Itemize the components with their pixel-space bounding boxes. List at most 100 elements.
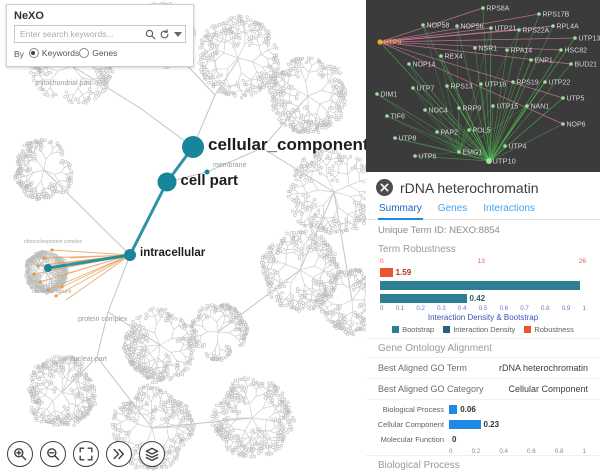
interaction-network-canvas[interactable]: UTP9RPS8ARPS17BUTP13RPL4ARPS22AUTP21NOP5… [366,0,600,172]
gene-node[interactable] [529,58,533,62]
layers-button[interactable] [139,441,165,467]
gene-node[interactable] [421,23,425,27]
ontology-tree-canvas[interactable] [0,0,366,473]
gene-label[interactable]: UTP22 [549,80,571,87]
search-input[interactable] [18,28,142,40]
gene-label[interactable]: RPS22A [523,28,550,35]
cluster-gene-node[interactable] [50,248,54,252]
gene-label[interactable]: UTP15 [497,104,519,111]
search-icon[interactable] [145,29,156,40]
gene-label[interactable]: RPL4A [557,24,580,31]
radio-icon[interactable] [79,48,90,58]
gene-label[interactable]: RPS8A [487,6,510,13]
gene-node[interactable] [413,154,417,158]
gene-node[interactable] [411,86,415,90]
gene-node[interactable] [503,144,507,148]
cluster-gene-node[interactable] [46,288,50,292]
gene-label[interactable]: RPS13 [451,84,473,91]
main-term-label[interactable]: cell part [180,171,239,189]
term-node-membrane[interactable] [204,169,210,175]
term-node[interactable] [157,172,177,192]
gene-node[interactable] [445,84,449,88]
gene-label[interactable]: RRP9 [463,106,482,113]
cluster-gene-node[interactable] [38,280,42,284]
gene-label[interactable]: UTP10 [493,157,516,166]
gene-label[interactable]: UTP18 [485,82,507,89]
main-term-label[interactable]: intracellular [140,246,206,259]
term-label[interactable]: nuclear part [70,356,107,363]
gene-node[interactable] [481,6,485,10]
gene-label[interactable]: RPS19 [517,80,539,87]
gene-node[interactable] [435,130,439,134]
zoom-out-button[interactable] [40,441,66,467]
collapse-tree-button[interactable] [106,441,132,467]
cluster-gene-node[interactable] [42,256,46,260]
gene-node[interactable] [489,26,493,30]
gene-label[interactable]: UTP6 [419,154,437,161]
gene-label[interactable]: UTP21 [495,26,517,33]
gene-node[interactable] [439,54,443,58]
term-node[interactable] [124,249,136,261]
cluster-gene-node[interactable] [60,285,64,289]
gene-label[interactable]: NOP6 [567,122,586,129]
term-label[interactable]: ribosomal subunit [32,289,72,295]
gene-label[interactable]: TIF6 [391,114,405,121]
gene-node[interactable] [569,62,573,66]
gene-node[interactable] [491,104,495,108]
gene-node[interactable] [537,12,541,16]
reset-icon[interactable] [159,28,170,40]
gene-node[interactable] [375,92,379,96]
gene-label[interactable]: DIM1 [381,92,398,99]
close-icon[interactable] [376,179,393,196]
gene-node[interactable] [479,82,483,86]
gene-label[interactable]: HSC82 [565,48,588,55]
gene-node[interactable] [457,106,461,110]
term-label[interactable]: mitochondrial part [36,80,92,87]
term-node[interactable] [182,136,204,158]
gene-node[interactable] [511,80,515,84]
gene-label[interactable]: UTP8 [399,136,417,143]
gene-node[interactable] [455,24,459,28]
gene-label[interactable]: NSR1 [479,46,498,53]
gene-node[interactable] [573,36,577,40]
chevron-down-icon[interactable] [174,31,182,37]
gene-node[interactable] [505,48,509,52]
search-mode-keywords[interactable]: Keywords [28,48,79,58]
gene-node[interactable] [457,150,461,154]
gene-node[interactable] [559,48,563,52]
gene-label[interactable]: NOP56 [461,24,484,31]
gene-node[interactable] [525,104,529,108]
gene-label[interactable]: UTP7 [417,86,435,93]
gene-label[interactable]: NOP14 [413,62,436,69]
tab-genes[interactable]: Genes [437,203,468,214]
term-node-cluster[interactable] [44,264,52,272]
term-label[interactable]: protein complex [78,316,128,323]
gene-node[interactable] [486,158,492,164]
search-box[interactable] [14,25,186,43]
main-term-label[interactable]: cellular_component [208,135,366,155]
gene-label[interactable]: BUD21 [575,62,598,69]
gene-label[interactable]: UTP13 [579,36,600,43]
gene-node[interactable] [423,108,427,112]
gene-label[interactable]: ENP1 [535,58,553,65]
gene-node[interactable] [561,122,565,126]
gene-label[interactable]: NOC4 [429,108,449,115]
gene-label[interactable]: PAP2 [441,130,458,137]
gene-label[interactable]: RPS17B [543,12,570,19]
tab-summary[interactable]: Summary [378,200,423,220]
search-mode-genes[interactable]: Genes [79,48,117,58]
tab-interactions[interactable]: Interactions [483,203,535,214]
gene-node[interactable] [385,114,389,118]
gene-node[interactable] [561,96,565,100]
radio-icon[interactable] [28,48,39,58]
gene-label[interactable]: UTP5 [567,96,585,103]
gene-label[interactable]: NAN1 [531,104,550,111]
gene-node[interactable] [393,136,397,140]
gene-node[interactable] [407,62,411,66]
gene-node[interactable] [543,80,547,84]
term-label[interactable]: ribonucleoprotein complex [24,239,83,245]
zoom-in-button[interactable] [7,441,33,467]
gene-label[interactable]: REX4 [445,54,463,61]
